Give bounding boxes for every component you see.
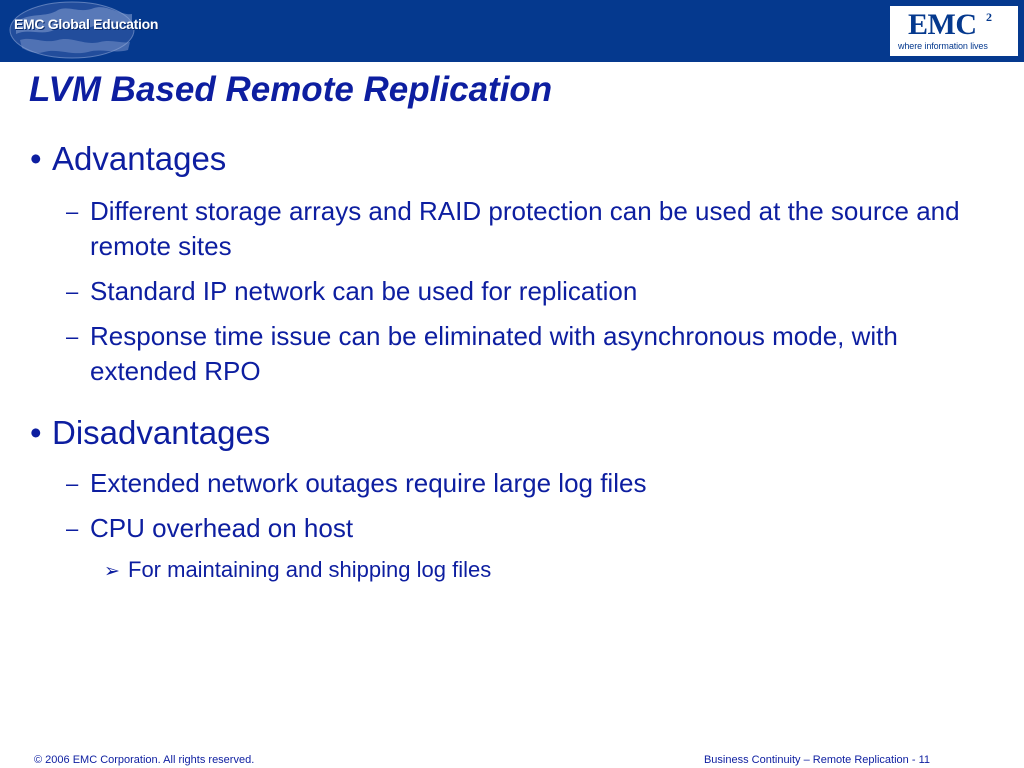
slide-title: LVM Based Remote Replication bbox=[29, 70, 553, 109]
dash-icon: – bbox=[66, 324, 79, 349]
list-item: – Extended network outages require large… bbox=[66, 466, 966, 501]
list-item-text: Response time issue can be eliminated wi… bbox=[90, 321, 898, 386]
list-item: – Different storage arrays and RAID prot… bbox=[66, 194, 966, 264]
list-item-text: Extended network outages require large l… bbox=[90, 468, 647, 498]
arrow-bullet-icon: ➢ bbox=[104, 561, 120, 582]
emc-brand-name: EMC bbox=[908, 8, 977, 41]
sub-list-item: ➢ For maintaining and shipping log files bbox=[104, 557, 491, 583]
list-item-text: Standard IP network can be used for repl… bbox=[90, 276, 638, 306]
dash-icon: – bbox=[66, 279, 79, 304]
bullet-disadvantages: • Disadvantages bbox=[30, 414, 270, 452]
section-heading: Disadvantages bbox=[52, 414, 271, 451]
dash-icon: – bbox=[66, 199, 79, 224]
emc-logo: EMC 2 where information lives bbox=[890, 6, 1018, 56]
bullet-dot-icon: • bbox=[30, 140, 42, 177]
footer-course-name: Business Continuity – Remote Replication bbox=[703, 754, 909, 766]
emc-global-education-logo: EMC Global Education bbox=[6, 0, 158, 62]
footer-course-info: Business Continuity – Remote Replication… bbox=[704, 754, 930, 766]
dash-icon: – bbox=[66, 471, 79, 496]
bullet-dot-icon: • bbox=[30, 414, 42, 451]
emc-tagline: where information lives bbox=[898, 41, 988, 51]
footer-page-number: 11 bbox=[918, 754, 930, 766]
header-bar: EMC Global Education EMC 2 where informa… bbox=[0, 0, 1024, 62]
list-item: – CPU overhead on host bbox=[66, 511, 966, 546]
logo-left-text: EMC Global Education bbox=[14, 16, 159, 32]
globe-icon bbox=[9, 1, 135, 59]
list-item-text: Different storage arrays and RAID protec… bbox=[90, 196, 960, 261]
footer-separator: - bbox=[911, 754, 919, 766]
section-heading: Advantages bbox=[52, 140, 227, 177]
bullet-advantages: • Advantages bbox=[30, 140, 226, 178]
list-item-text: CPU overhead on host bbox=[90, 513, 354, 543]
sub-list-item-text: For maintaining and shipping log files bbox=[128, 557, 492, 582]
emc-brand-superscript: 2 bbox=[986, 10, 992, 24]
list-item: – Response time issue can be eliminated … bbox=[66, 319, 966, 389]
list-item: – Standard IP network can be used for re… bbox=[66, 274, 966, 309]
footer-copyright: © 2006 EMC Corporation. All rights reser… bbox=[34, 754, 255, 766]
dash-icon: – bbox=[66, 516, 79, 541]
